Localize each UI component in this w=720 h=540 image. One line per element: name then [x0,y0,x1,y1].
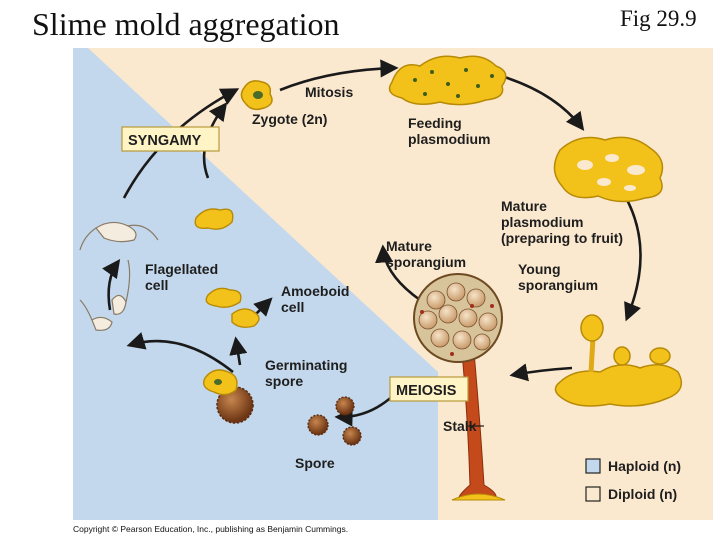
label-young-sporangium-2: sporangium [518,277,598,293]
label-young-sporangium-1: Young [518,261,561,277]
label-feeding-1: Feeding [408,115,462,131]
meiosis-box: MEIOSIS [389,376,469,402]
label-mature-plasmodium-2: plasmodium [501,214,583,230]
legend: Haploid (n) Diploid (n) [585,458,681,502]
label-feeding-2: plasmodium [408,131,490,147]
feeding-plasmodium [388,55,507,106]
label-mature-sporangium-1: Mature [386,238,432,254]
legend-haploid: Haploid (n) [608,458,681,474]
syngamy-box: SYNGAMY [121,126,220,152]
young-sporangium [554,314,683,407]
label-flagellated-2: cell [145,277,168,293]
legend-diploid: Diploid (n) [608,486,677,502]
label-amoeboid-1: Amoeboid [281,283,349,299]
figure-number: Fig 29.9 [620,6,697,31]
label-germinating-2: spore [265,373,303,389]
legend-swatch-diploid [585,486,601,502]
label-spore: Spore [295,455,335,471]
label-mature-plasmodium-3: (preparing to fruit) [501,230,623,246]
label-mitosis: Mitosis [305,84,353,100]
mature-plasmodium [553,136,664,203]
copyright-notice: Copyright © Pearson Education, Inc., pub… [73,524,349,534]
label-flagellated-1: Flagellated [145,261,218,277]
label-syngamy: SYNGAMY [128,133,202,149]
label-amoeboid-2: cell [281,299,304,315]
flagellated-cells [79,221,159,331]
label-germinating-1: Germinating [265,357,347,373]
label-stalk: Stalk [443,418,477,434]
legend-swatch-haploid [585,458,601,474]
cycle-arrows [102,59,642,427]
label-mature-sporangium-2: sporangium [386,254,466,270]
spores [307,396,362,446]
label-zygote: Zygote (2n) [252,111,327,127]
label-mature-plasmodium-1: Mature [501,198,547,214]
slide-title: Slime mold aggregation [32,6,340,42]
amoeboid-cells [194,208,260,329]
zygote-cell [240,80,273,111]
label-meiosis: MEIOSIS [396,383,457,399]
germinating-spore [202,369,254,424]
